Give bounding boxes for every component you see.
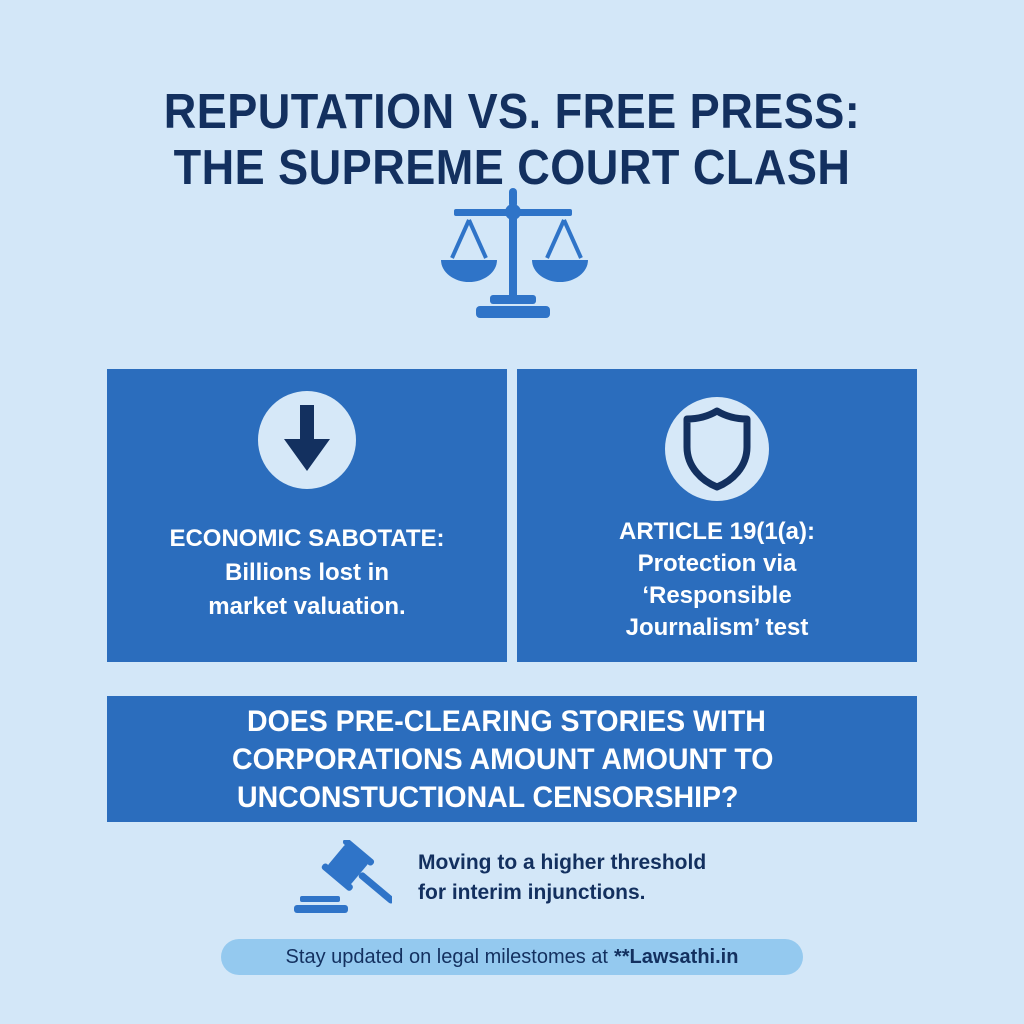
verdict-text: Moving to a higher threshold for interim… <box>418 851 707 904</box>
footer-text: Stay updated on legal milestomes at <box>285 945 608 968</box>
question-line-1: DOES PRE-CLEARING STORIES WITH <box>247 705 766 738</box>
article-19-card: ARTICLE 19(1(a): Protection via ‘Respons… <box>517 369 917 662</box>
down-arrow-icon <box>284 405 330 471</box>
shield-badge <box>665 397 769 501</box>
title-line-2: THE SUPREME COURT CLASH <box>173 141 851 195</box>
card-body: Protection via ‘Responsible Journalism’ … <box>625 550 809 641</box>
card-heading: ECONOMIC SABOTATE: <box>169 525 445 552</box>
page-title: REPUTATION VS. FREE PRESS: THE SUPREME C… <box>41 84 983 196</box>
question-line-2: CORPORATIONS AMOUNT AMOUNT TO <box>232 743 774 776</box>
card-heading: ARTICLE 19(1(a): <box>618 518 816 545</box>
title-line-1: REPUTATION VS. FREE PRESS: <box>163 85 861 139</box>
brand-link[interactable]: **Lawsathi.in <box>613 945 739 968</box>
economic-impact-card: ECONOMIC SABOTATE: Billions lost in mark… <box>107 369 507 662</box>
down-arrow-badge <box>258 391 356 489</box>
gavel-icon <box>294 840 392 913</box>
question-line-3: UNCONSTUCTIONAL CENSORSHIP? <box>237 781 739 814</box>
scales-of-justice-icon <box>441 188 588 318</box>
shield-icon <box>683 407 751 491</box>
footer-cta[interactable]: Stay updated on legal milestomes at **La… <box>221 939 803 975</box>
key-question-banner: DOES PRE-CLEARING STORIES WITH CORPORATI… <box>107 696 917 822</box>
card-body: Billions lost in market valuation. <box>208 559 406 620</box>
